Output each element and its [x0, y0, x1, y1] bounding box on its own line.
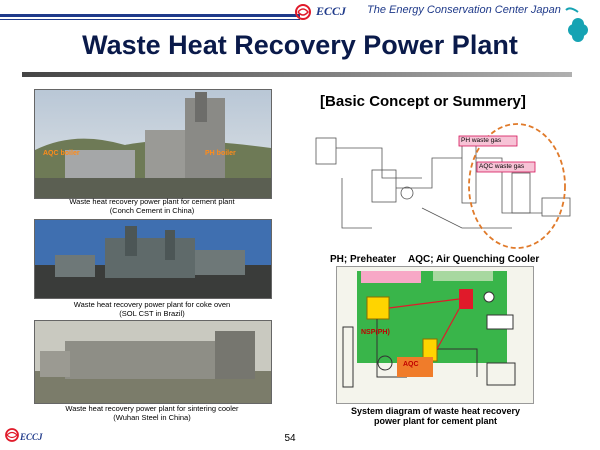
ph-boiler-label: PH boiler — [205, 150, 236, 157]
concept-diagram: PH waste gas AQC waste gas — [312, 118, 577, 252]
highlight-circle — [468, 123, 566, 249]
legend-ph: PH; Preheater — [330, 254, 397, 265]
system-diagram-svg — [342, 271, 516, 388]
sintering-cooler-image — [35, 321, 271, 403]
footer-logo-icon — [5, 428, 19, 442]
page-title: Waste Heat Recovery Power Plant — [82, 30, 518, 60]
photo-2-caption-line2: (SOL CST in Brazil) — [119, 309, 185, 318]
organization-name: The Energy Conservation Center Japan — [367, 4, 561, 16]
system-diagram-caption: System diagram of waste heat recovery po… — [323, 406, 548, 426]
title-underline — [22, 72, 572, 77]
photo-sintering-cooler — [34, 320, 272, 404]
header-rule-thin — [0, 19, 300, 20]
photo-3-caption-line1: Waste heat recovery power plant for sint… — [65, 404, 239, 413]
eccj-logo-icon — [295, 4, 311, 20]
system-diagram: NSP(PH) AQC — [336, 266, 534, 404]
aqc-boiler-label: AQC boiler — [43, 150, 80, 157]
legend-aqc: AQC; Air Quenching Cooler — [408, 254, 540, 265]
header-logo-text: ECCJ — [316, 4, 347, 18]
photo-1-caption-line2: (Conch Cement in China) — [109, 206, 195, 215]
photo-3-caption: Waste heat recovery power plant for sint… — [34, 404, 270, 422]
header-rule — [0, 14, 300, 17]
aqc-label: AQC — [403, 361, 419, 368]
photo-2-caption-line1: Waste heat recovery power plant for coke… — [73, 300, 231, 309]
ph-waste-gas-label: PH waste gas — [461, 137, 502, 144]
concept-heading: [Basic Concept or Summery] — [320, 93, 526, 110]
photo-3-caption-line2: (Wuhan Steel in China) — [113, 413, 191, 422]
coke-oven-image — [35, 220, 271, 298]
photo-1-caption: Waste heat recovery power plant for ceme… — [34, 197, 270, 215]
concept-diagram-svg — [315, 123, 571, 249]
page-number: 54 — [284, 433, 296, 444]
system-caption-line1: System diagram of waste heat recovery — [350, 406, 521, 416]
system-caption-line2: power plant for cement plant — [373, 416, 497, 426]
cement-plant-image — [35, 90, 271, 198]
photo-1-caption-line1: Waste heat recovery power plant for ceme… — [69, 197, 235, 206]
clover-logo-icon — [565, 7, 588, 42]
nsp-ph-label: NSP(PH) — [361, 329, 390, 336]
aqc-waste-gas-label: AQC waste gas — [479, 163, 525, 170]
footer-logo-text: ECCJ — [20, 432, 43, 442]
photo-coke-oven — [34, 219, 272, 299]
photo-2-caption: Waste heat recovery power plant for coke… — [34, 300, 270, 318]
photo-cement-plant: AQC boiler PH boiler — [34, 89, 272, 199]
